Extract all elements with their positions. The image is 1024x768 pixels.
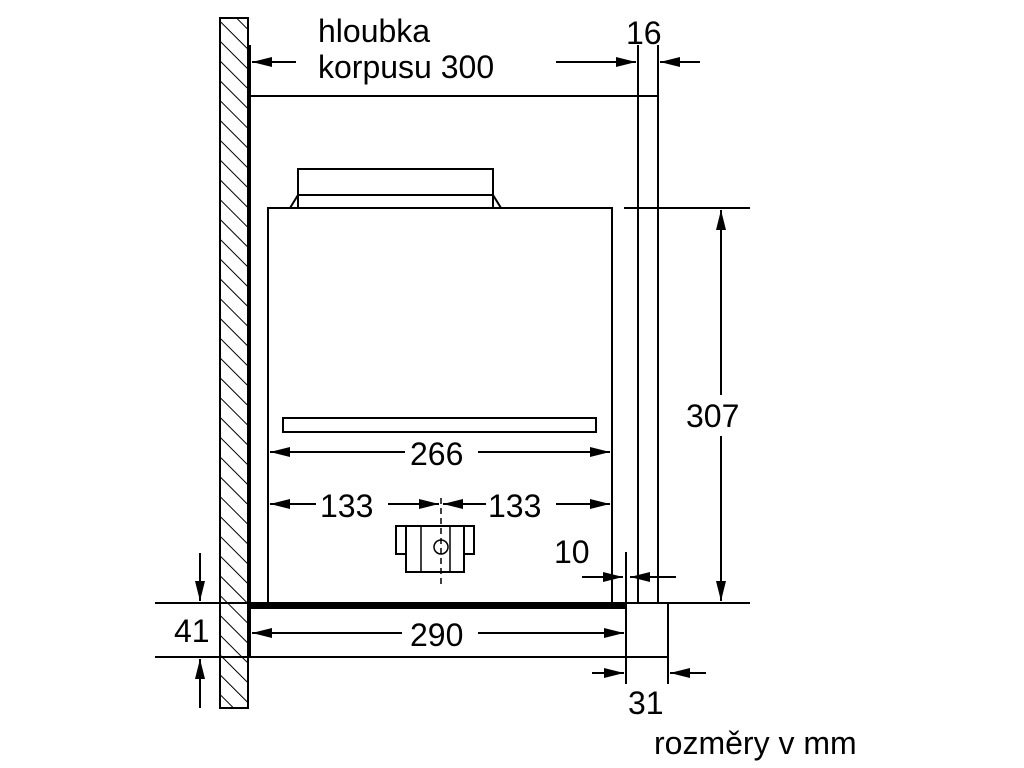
panel-thickness-label: 16 <box>626 15 662 51</box>
front-panel <box>637 95 659 604</box>
depth-dimension: hloubka korpusu 300 <box>249 13 639 96</box>
bottom-height-label: 41 <box>174 613 210 649</box>
gap-dimension: 10 <box>554 534 676 603</box>
air-outlet <box>289 168 502 209</box>
inner-width-label: 266 <box>410 436 463 472</box>
front-depth-label: 31 <box>628 685 664 721</box>
filter-strip <box>282 417 597 433</box>
half-width-dimension: 133 133 <box>270 488 610 524</box>
inner-width-dimension: 266 <box>270 436 610 472</box>
wall <box>219 17 249 709</box>
depth-label-line1: hloubka <box>318 13 430 49</box>
depth-label-line2: korpusu 300 <box>318 49 494 85</box>
height-label: 307 <box>686 398 739 434</box>
units-note: rozměry v mm <box>654 725 857 761</box>
panel-thickness-dimension: 16 <box>626 15 700 96</box>
bottom-width-label: 290 <box>410 617 463 653</box>
bottom-panel <box>249 602 627 658</box>
half-left-label: 133 <box>320 488 373 524</box>
bottom-width-dimension: 290 <box>252 617 624 653</box>
front-cover <box>625 602 669 658</box>
height-dimension: 307 <box>624 207 750 604</box>
gap-label: 10 <box>554 534 590 570</box>
bottom-height-dimension: 41 <box>155 553 250 708</box>
mounting-bracket <box>395 498 475 585</box>
half-right-label: 133 <box>488 488 541 524</box>
front-depth-dimension: 31 <box>592 657 706 721</box>
